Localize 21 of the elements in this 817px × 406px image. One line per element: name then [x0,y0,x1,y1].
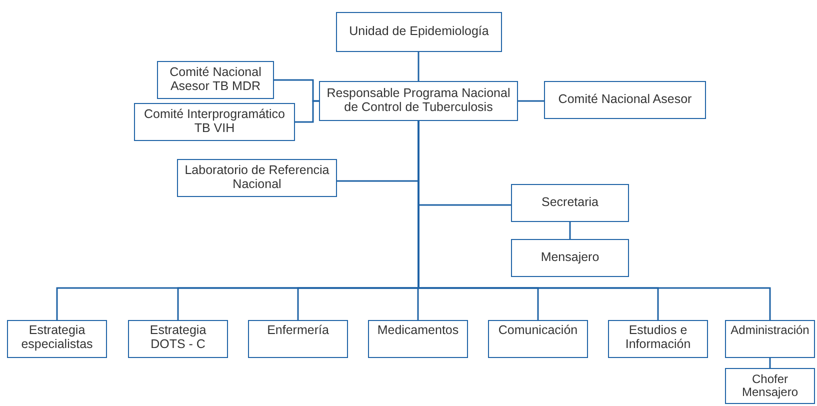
connector-line [295,100,319,123]
org-box: Chofer Mensajero [725,368,815,404]
org-box: Unidad de Epidemiología [336,12,502,52]
org-box: Estrategia especialistas [7,320,107,358]
org-box: Secretaria [511,184,629,222]
org-box: Enfermería [248,320,348,358]
org-box: Laboratorio de Referencia Nacional [177,159,337,197]
org-box: Comité Nacional Asesor [544,81,706,119]
org-box: Mensajero [511,239,629,277]
connector-line [418,52,420,81]
connector-line [518,100,544,102]
org-box: Estudios e Información [608,320,708,358]
connector-line [769,358,771,368]
connector-line [569,222,571,239]
org-box: Responsable Programa Nacional de Control de Tuberculosis [319,81,518,121]
org-box: Medicamentos [368,320,468,358]
org-box: Estrategia DOTS - C [128,320,228,358]
org-box: Comité Interprogramático TB VIH [134,103,295,141]
org-box: Comunicación [488,320,588,358]
org-box: Comité Nacional Asesor TB MDR [157,61,274,99]
org-box: Administración [725,320,815,358]
